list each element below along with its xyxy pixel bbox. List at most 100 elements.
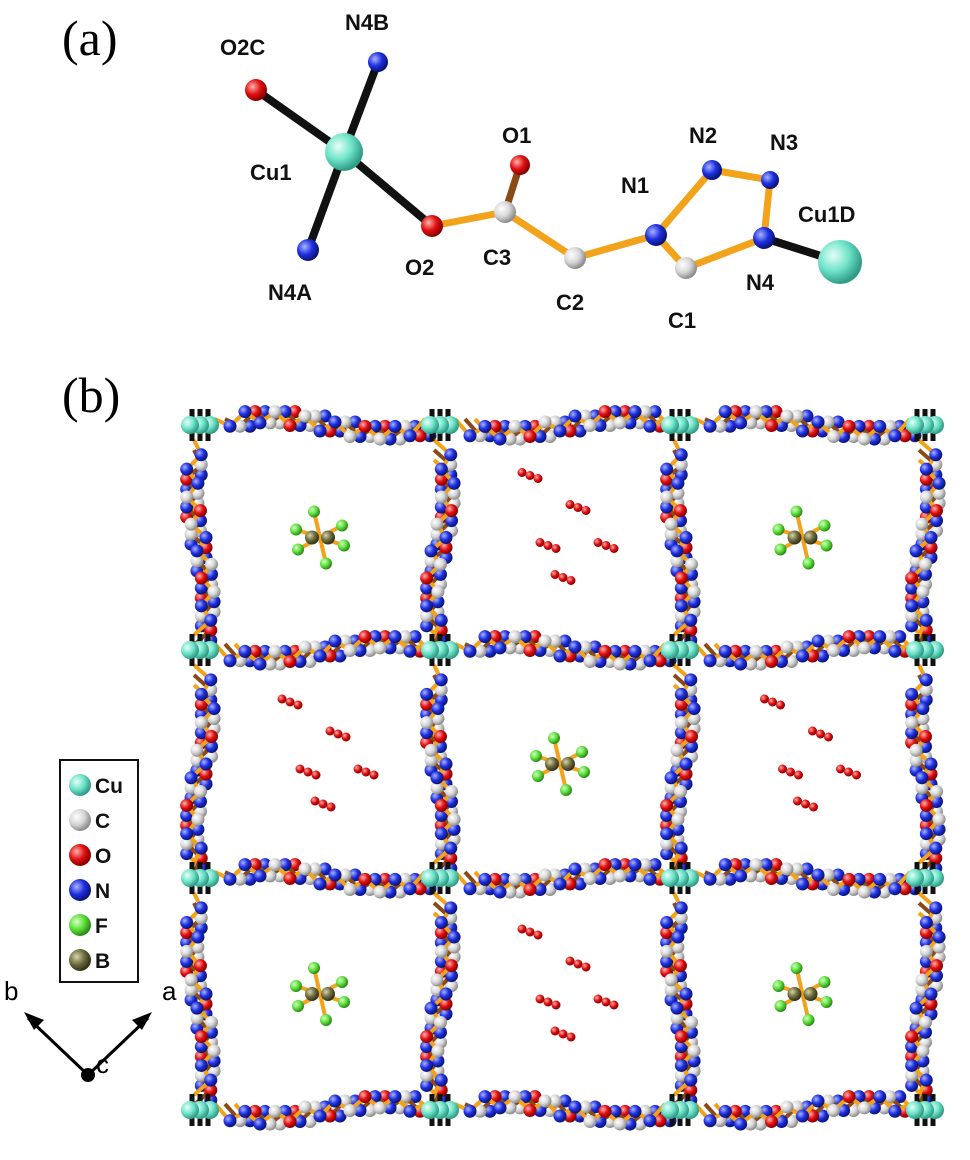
atom-c [583,418,597,432]
atom-o-water [558,1029,568,1039]
atom-o-water [565,500,575,509]
atom-o [288,405,302,419]
atom-n [194,1040,208,1054]
atom-c [298,640,312,654]
atom-n [278,405,292,419]
atom-o [283,655,297,669]
atom-c [207,712,221,726]
atom-n [433,1025,447,1039]
atom-n [478,419,492,433]
atom-o-water [786,767,795,777]
atom-c [268,405,282,419]
atom-o-water [285,697,295,707]
atom-n [483,1104,497,1118]
atom-c [538,868,552,882]
atom-o [660,798,674,812]
atom-o [358,630,372,644]
atom-cu [906,1101,924,1119]
atom-n [703,1114,717,1128]
atom-c [583,1115,597,1129]
atom-c [932,940,946,954]
atom-n [238,858,252,872]
atom-c [233,419,247,433]
atom-o-water [794,770,803,780]
atom-n [674,1040,688,1054]
atom-o [283,1115,297,1129]
bond-n1-n2 [652,166,716,239]
atom-n [718,644,732,658]
atom-n [924,987,938,1001]
atom-c [905,1068,919,1082]
atom-c [445,784,459,798]
atom-o-water [293,700,303,710]
atom-n [180,462,194,476]
atom-n [445,514,459,528]
atom-b [321,530,335,545]
atom-o-water [311,770,321,780]
atom-o [563,877,577,891]
atom-c [603,871,617,885]
atom-cu [181,1101,199,1119]
atom-n [831,868,845,882]
atom-n [888,429,902,443]
atom-c [916,1044,930,1058]
vertical-ligand-strand [660,663,701,884]
atom-n [932,822,946,836]
panel-a: (a) [62,10,862,333]
atom-o [433,730,447,744]
atom-n [328,634,342,648]
atom-f [802,1014,815,1026]
atom-c [473,644,487,658]
legend-label-f: F [95,915,108,938]
atom-n [703,419,717,433]
atom-n [444,901,458,915]
atom-o [679,767,693,781]
atom-n [444,448,458,462]
label-n4: N4 [746,270,775,295]
atom-n [674,841,688,855]
atom-o-water [533,474,543,483]
atom-f [320,1014,332,1026]
label-n4a: N4A [268,280,312,305]
atom-n [430,771,444,785]
atom-n [660,954,674,968]
atom-n [919,613,933,627]
legend-swatch-o [69,844,91,866]
atom-n [518,1090,532,1104]
atom-n [493,885,507,899]
atom-o-water [808,726,817,736]
atom-o-water [535,994,545,1004]
legend-swatch-cu [69,774,91,796]
atom-n [478,630,492,644]
atom-o [288,858,302,872]
atom-c [780,862,794,876]
atom-o-water [543,997,553,1007]
atom-f [308,505,320,518]
atom-n [439,757,453,771]
cu-node [421,409,459,441]
atom-o-water [844,767,853,777]
atom-n [253,657,267,671]
atom-c [447,940,461,954]
legend-label-c: C [95,810,110,833]
atom-c [613,416,627,430]
cu-node [906,634,944,666]
atom-n [388,872,402,886]
atom-n [888,1104,902,1118]
atom-n [671,930,685,944]
atom-c [660,490,674,504]
atom-cu [906,869,924,887]
panel-a-atoms [245,52,862,284]
atom-c [857,432,871,446]
cu-node [181,409,219,441]
atom-n [888,882,902,896]
atom-n [553,877,567,891]
atom-n [893,630,907,644]
bond-n4-c1 [682,234,768,272]
label-c2: C2 [556,290,584,315]
panel-b-letter: (b) [62,367,120,423]
water-cluster [760,694,861,812]
atom-n [687,1054,701,1068]
atom-n [463,429,477,443]
